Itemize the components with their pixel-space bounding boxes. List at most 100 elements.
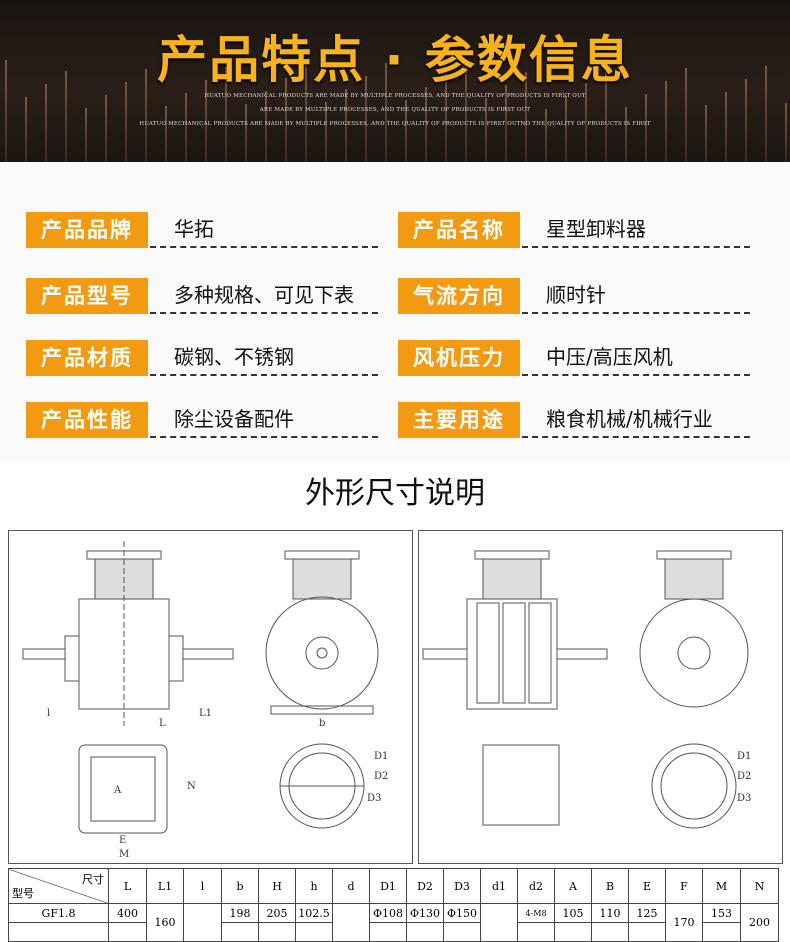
col-header: d xyxy=(332,868,370,904)
decor-rod xyxy=(525,72,527,162)
decor-rod xyxy=(325,102,327,162)
decor-rod xyxy=(425,87,427,162)
info-value: 碳钢、不锈钢 xyxy=(150,340,378,376)
cell: 125 xyxy=(628,903,666,923)
decor-rod xyxy=(65,71,67,162)
col-header: L1 xyxy=(146,868,184,904)
cell: 102.5 xyxy=(295,903,333,923)
dim-l: l xyxy=(47,708,50,719)
decor-rod xyxy=(485,98,487,162)
banner: 产品特点 · 参数信息 HUATUO MECHANICAL PRODUCTS A… xyxy=(0,0,790,162)
dim-N: N xyxy=(187,781,196,792)
drawing-left: l L L1 b A E M N D1 D2 D3 xyxy=(8,530,413,864)
dim-D2: D2 xyxy=(737,771,751,782)
drawing-right: D1 D2 D3 xyxy=(418,530,783,864)
decor-rod xyxy=(385,63,387,162)
cell: 200 xyxy=(740,903,779,942)
banner-subtitle: HUATUO MECHANICAL PRODUCTS ARE MADE BY M… xyxy=(204,93,586,99)
decor-rod xyxy=(365,76,367,162)
section-title: 外形尺寸说明 xyxy=(305,476,485,511)
cell: Φ130 xyxy=(406,903,444,923)
info-label: 产品型号 xyxy=(26,278,148,314)
decor-rod xyxy=(765,66,767,162)
decor-rod xyxy=(645,94,647,162)
decor-rod xyxy=(785,103,787,162)
info-label: 产品品牌 xyxy=(26,212,148,248)
col-header: d1 xyxy=(480,868,518,904)
col-header: d2 xyxy=(517,868,555,904)
info-value: 顺时针 xyxy=(522,278,750,314)
col-header: L xyxy=(108,868,147,904)
info-label: 产品名称 xyxy=(398,212,520,248)
banner-subtitle: HUATUO MECHANICAL PRODUCTS ARE MADE BY M… xyxy=(139,121,651,127)
decor-rod xyxy=(505,85,507,162)
col-header: D3 xyxy=(443,868,481,904)
cell: 153 xyxy=(702,903,741,923)
info-value: 中压/高压风机 xyxy=(522,340,750,376)
cell: 110 xyxy=(591,903,629,923)
dim-E: E xyxy=(119,835,126,846)
decor-rod xyxy=(545,109,547,162)
cell xyxy=(332,903,370,942)
cell: 198 xyxy=(221,903,259,923)
decor-rod xyxy=(585,83,587,162)
dim-b: b xyxy=(319,718,325,729)
decor-rod xyxy=(165,106,167,162)
cell: 205 xyxy=(258,903,296,923)
decor-rod xyxy=(345,89,347,162)
decor-rod xyxy=(85,108,87,162)
banner-title: 产品特点 · 参数信息 xyxy=(157,31,633,89)
banner-subtitle: ARE MADE BY MULTIPLE PROCESSES, AND THE … xyxy=(259,107,531,113)
info-value: 华拓 xyxy=(150,212,378,248)
dim-M: M xyxy=(119,849,129,860)
decor-rod xyxy=(685,68,687,162)
col-header: M xyxy=(702,868,741,904)
decor-rod xyxy=(305,65,307,162)
col-header: l xyxy=(183,868,222,904)
col-header: A xyxy=(554,868,592,904)
dim-D1: D1 xyxy=(737,751,751,762)
col-header: E xyxy=(628,868,666,904)
info-label: 风机压力 xyxy=(398,340,520,376)
cell xyxy=(183,903,222,942)
decor-rod xyxy=(105,95,107,162)
dim-A: A xyxy=(113,785,122,796)
info-value: 除尘设备配件 xyxy=(150,402,378,438)
dim-D3: D3 xyxy=(367,793,381,804)
dim-D2: D2 xyxy=(374,771,388,782)
decor-rod xyxy=(665,81,667,162)
info-label: 产品性能 xyxy=(26,402,148,438)
col-header: h xyxy=(295,868,333,904)
dim-D3: D3 xyxy=(737,793,751,804)
decor-rod xyxy=(205,80,207,162)
cell: 170 xyxy=(665,903,703,942)
col-header: B xyxy=(591,868,629,904)
decor-rod xyxy=(705,105,707,162)
decor-rod xyxy=(185,93,187,162)
decor-rod xyxy=(405,100,407,162)
decor-rod xyxy=(285,78,287,162)
col-header: b xyxy=(221,868,259,904)
decor-rod xyxy=(125,82,127,162)
table-corner: 尺寸 型号 xyxy=(8,868,109,904)
decor-rod xyxy=(265,91,267,162)
corner-top: 尺寸 xyxy=(82,873,104,886)
corner-bottom: 型号 xyxy=(12,887,34,900)
info-value: 多种规格、可见下表 xyxy=(150,278,378,314)
cell: 4-M8 xyxy=(517,903,555,923)
cell xyxy=(480,903,518,942)
info-label: 产品材质 xyxy=(26,340,148,376)
dimension-table: 尺寸 型号 L L1 l b H h d D1 D2 D3 d1 d2 A B … xyxy=(8,868,779,942)
product-info: 产品品牌 华拓 产品名称 星型卸料器 产品型号 多种规格、可见下表 气流方向 顺… xyxy=(0,162,790,462)
info-label: 气流方向 xyxy=(398,278,520,314)
decor-rod xyxy=(605,70,607,162)
info-value: 星型卸料器 xyxy=(522,212,750,248)
decor-rod xyxy=(745,79,747,162)
cell: 160 xyxy=(146,903,184,942)
decor-rod xyxy=(145,69,147,162)
cell-model: GF1.8 xyxy=(8,903,109,923)
col-header: H xyxy=(258,868,296,904)
info-value: 粮食机械/机械行业 xyxy=(522,402,750,438)
cell: 105 xyxy=(554,903,592,923)
decor-rod xyxy=(25,97,27,162)
